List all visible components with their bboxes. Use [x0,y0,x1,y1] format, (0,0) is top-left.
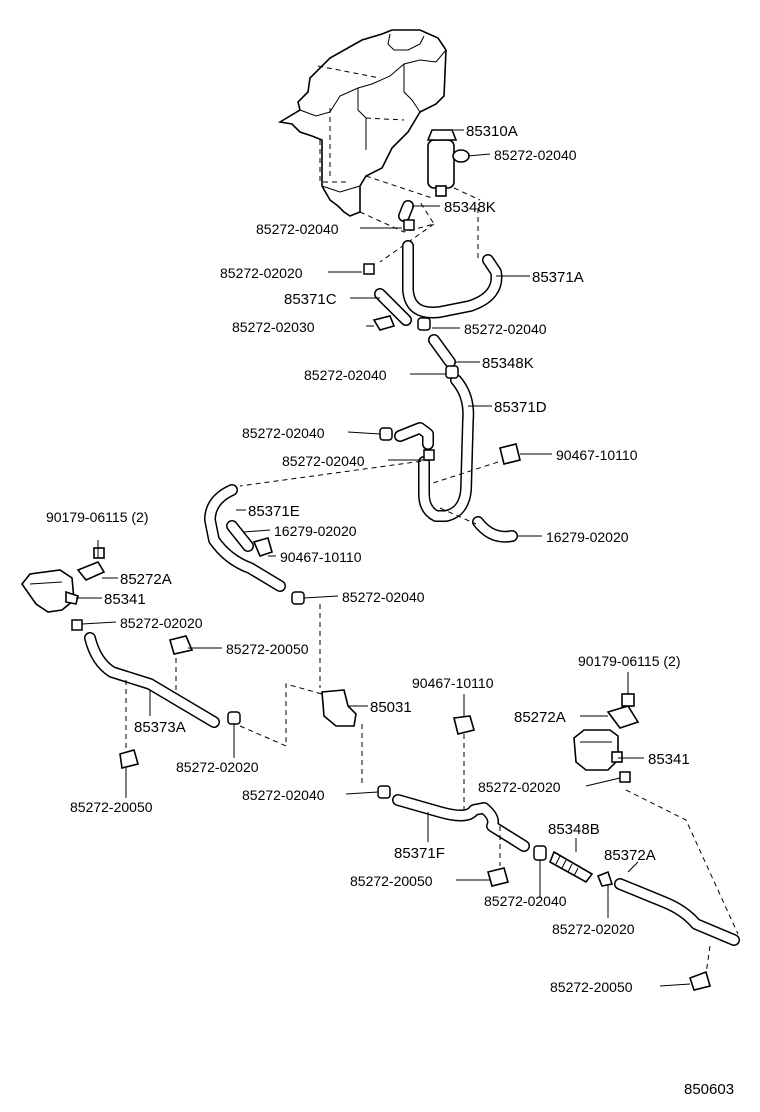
right-nozzle-85341 [573,729,623,771]
label-16279-02020-b: 16279-02020 [546,529,629,545]
hose-85371C [374,288,412,326]
label-85373A: 85373A [134,719,186,736]
left-nozzle-85341 [21,569,79,613]
label-85272-02040-b: 85272-02040 [256,221,339,237]
label-85310A: 85310A [466,123,518,140]
label-85272-02030: 85272-02030 [232,319,315,335]
label-90179-06115-b: 90179-06115 (2) [578,653,680,669]
label-85371E: 85371E [248,503,300,520]
hose-85371F [392,794,530,852]
leader-lines [76,129,691,987]
hose-16279-lower [226,520,254,552]
label-90467-10110-a: 90467-10110 [556,447,638,463]
label-85371F: 85371F [394,845,445,862]
joint-85031 [321,689,357,727]
label-85371C: 85371C [284,291,337,308]
label-85371A: 85371A [532,269,584,286]
label-85372A: 85372A [604,847,656,864]
diagram-reference-number: 850603 [684,1081,734,1098]
label-85272-20050-d: 85272-20050 [550,979,633,995]
label-85272-02020-e: 85272-02020 [552,921,635,937]
check-valve-85348B [548,850,594,884]
label-85272-20050-c: 85272-20050 [350,873,433,889]
label-85272-20050-b: 85272-20050 [70,799,153,815]
label-85272-02040-c: 85272-02040 [464,321,547,337]
label-16279-02020-a: 16279-02020 [274,523,357,539]
label-85272-20050-a: 85272-20050 [226,641,309,657]
label-85272-02040-e: 85272-02040 [242,425,325,441]
label-85272-02040-d: 85272-02040 [304,367,387,383]
label-85272-02020-c: 85272-02020 [176,759,259,775]
label-85272-02040-f: 85272-02040 [282,453,365,469]
label-85272-02040-h: 85272-02040 [242,787,325,803]
label-85272A-b: 85272A [514,709,566,726]
label-85272A-a: 85272A [120,571,172,588]
hose-85371D [418,374,475,522]
washer-tank [277,29,447,217]
label-90467-10110-b: 90467-10110 [280,549,362,565]
label-85272-02020-d: 85272-02020 [478,779,561,795]
hose-85371A [402,240,503,319]
hose-85372A [614,878,740,946]
label-85272-02020-a: 85272-02020 [220,265,303,281]
label-85341-a: 85341 [104,591,146,608]
label-85348K-a: 85348K [444,199,496,216]
washer-pump [426,129,470,197]
label-85341-b: 85341 [648,751,690,768]
label-85348B: 85348B [548,821,600,838]
label-85031: 85031 [370,699,412,716]
label-85371D: 85371D [494,399,547,416]
hose-85371E [204,484,286,592]
part-labels: 85310A 85272-02040 85348K 85272-02040 85… [46,123,734,1098]
label-85272-02040-g: 85272-02040 [342,589,425,605]
label-85348K-b: 85348K [482,355,534,372]
label-85272-02040-a: 85272-02040 [494,147,577,163]
label-85272-02020-b: 85272-02020 [120,615,203,631]
hose-16279-upper [472,516,518,543]
hose-85373A [84,632,220,728]
label-90467-10110-c: 90467-10110 [412,675,494,691]
label-90179-06115-a: 90179-06115 (2) [46,509,148,525]
label-85272-02040-i: 85272-02040 [484,893,567,909]
